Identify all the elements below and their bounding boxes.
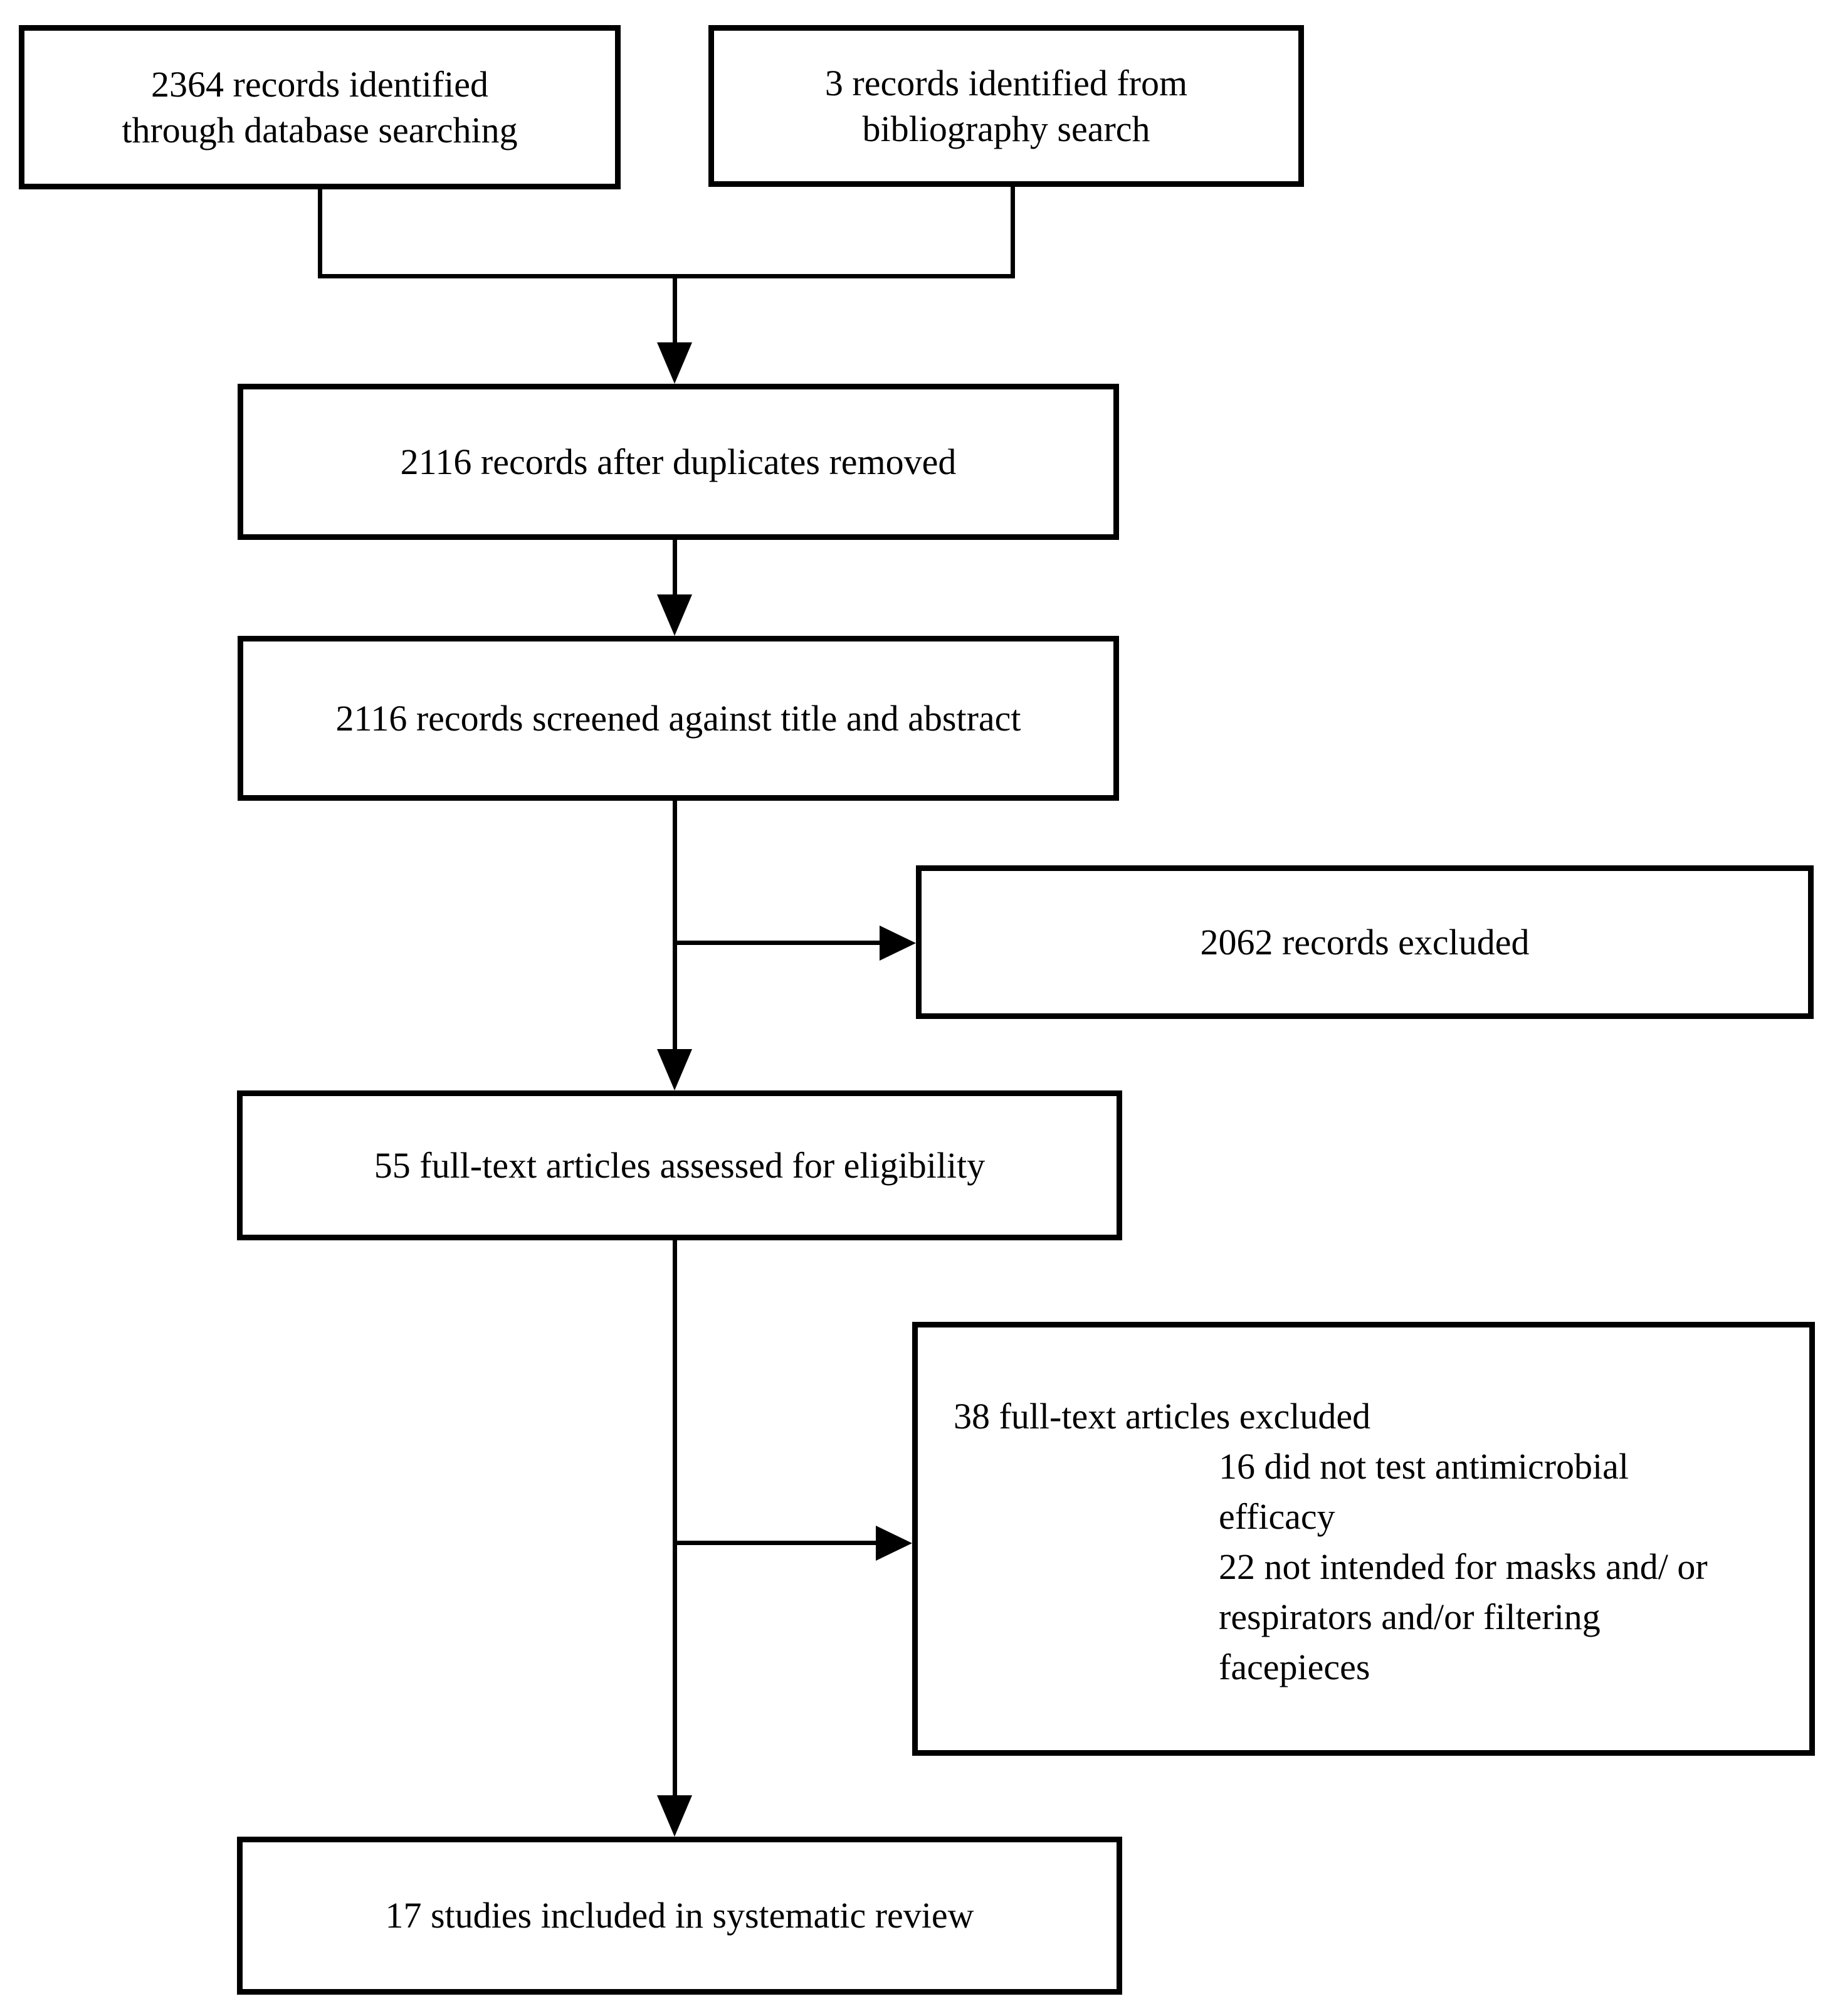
connector-merge-bar [318,274,1015,278]
box-studies-included: 17 studies included in systematic review [237,1837,1122,1995]
connector-screened-to-assessed [673,801,677,1052]
fulltext-excluded-reason-line: efficacy [1219,1496,1335,1537]
fulltext-excluded-reason-line: 22 not intended for masks and/ or [1219,1546,1708,1587]
fulltext-excluded-reason-line: facepieces [1219,1647,1370,1687]
connector-branch-records-excluded [675,941,881,945]
connector-bibliography-down-line [1011,186,1015,278]
connector-merge-stem [673,274,677,346]
fulltext-excluded-reason-line: 16 did not test antimicrobial [1219,1446,1629,1487]
box-records-after-duplicates-removed: 2116 records after duplicates removed [238,384,1119,540]
box-fulltext-excluded: 38 full-text articles excluded 16 did no… [912,1322,1815,1756]
fulltext-excluded-heading: 38 full-text articles excluded [954,1396,1371,1437]
arrowhead-into-records-excluded [880,926,916,961]
box-records-identified-bibliography: 3 records identified from bibliography s… [708,25,1304,187]
connector-deduplicated-to-screened [673,540,677,598]
arrowhead-into-assessed [657,1049,692,1090]
connector-branch-fulltext-excluded [675,1541,878,1545]
box-fulltext-assessed: 55 full-text articles assessed for eligi… [237,1090,1122,1240]
arrowhead-into-screened [657,594,692,636]
box-records-screened: 2116 records screened against title and … [238,636,1119,801]
arrowhead-into-deduplicated [657,342,692,384]
connector-assessed-to-included [673,1240,677,1798]
connector-database-down-line [318,188,322,278]
fulltext-excluded-reason-line: respirators and/or filtering [1219,1596,1601,1637]
box-records-excluded: 2062 records excluded [916,865,1814,1019]
box-records-identified-database: 2364 records identified through database… [19,25,621,189]
arrowhead-into-included [657,1795,692,1837]
arrowhead-into-fulltext-excluded [876,1526,912,1561]
